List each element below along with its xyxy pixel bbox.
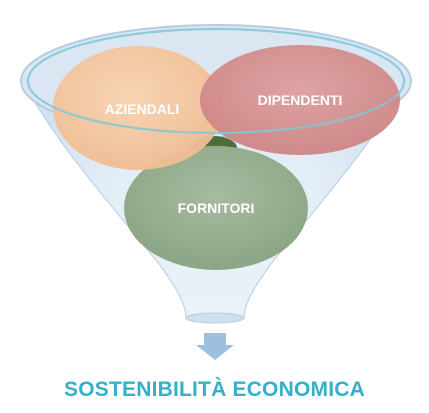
funnel-rim-highlight — [26, 27, 406, 135]
label-dipendenti: DIPENDENTI — [258, 92, 343, 108]
result-label: SOSTENIBILITÀ ECONOMICA — [64, 378, 365, 401]
circle-aziendali — [53, 46, 223, 170]
funnel-spout — [185, 312, 245, 324]
circle-fornitori — [124, 146, 308, 270]
circle-dipendenti — [200, 45, 400, 155]
label-aziendali: AZIENDALI — [105, 101, 180, 117]
down-arrow-icon — [196, 333, 234, 360]
label-fornitori: FORNITORI — [178, 200, 255, 216]
